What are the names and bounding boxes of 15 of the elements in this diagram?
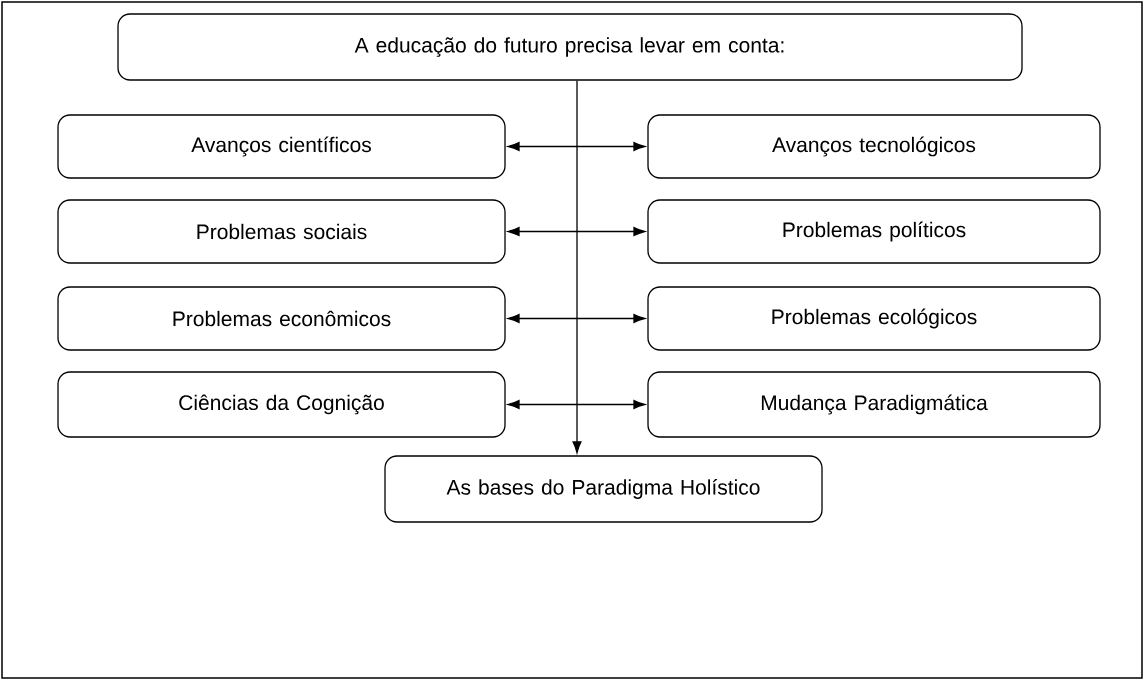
arrow — [572, 80, 582, 454]
arrow — [507, 226, 646, 237]
text-box: Problemas sociais — [57, 199, 506, 264]
text-box: Avanços tecnológicos — [647, 114, 1101, 179]
text-box: As bases do Paradigma Holístico — [384, 455, 823, 523]
text-box: Problemas ecológicos — [647, 286, 1101, 351]
text-box: Avanços científicos — [57, 114, 506, 179]
text-box: Mudança Paradigmática — [647, 371, 1101, 438]
arrow — [507, 141, 646, 152]
text-box: Problemas políticos — [647, 199, 1101, 264]
arrow — [507, 313, 646, 324]
text-box: Ciências da Cognição — [57, 371, 506, 438]
text-box: A educação do futuro precisa levar em conta: — [117, 13, 1023, 81]
arrow — [507, 399, 646, 410]
text-box: Problemas econômicos — [57, 286, 506, 351]
